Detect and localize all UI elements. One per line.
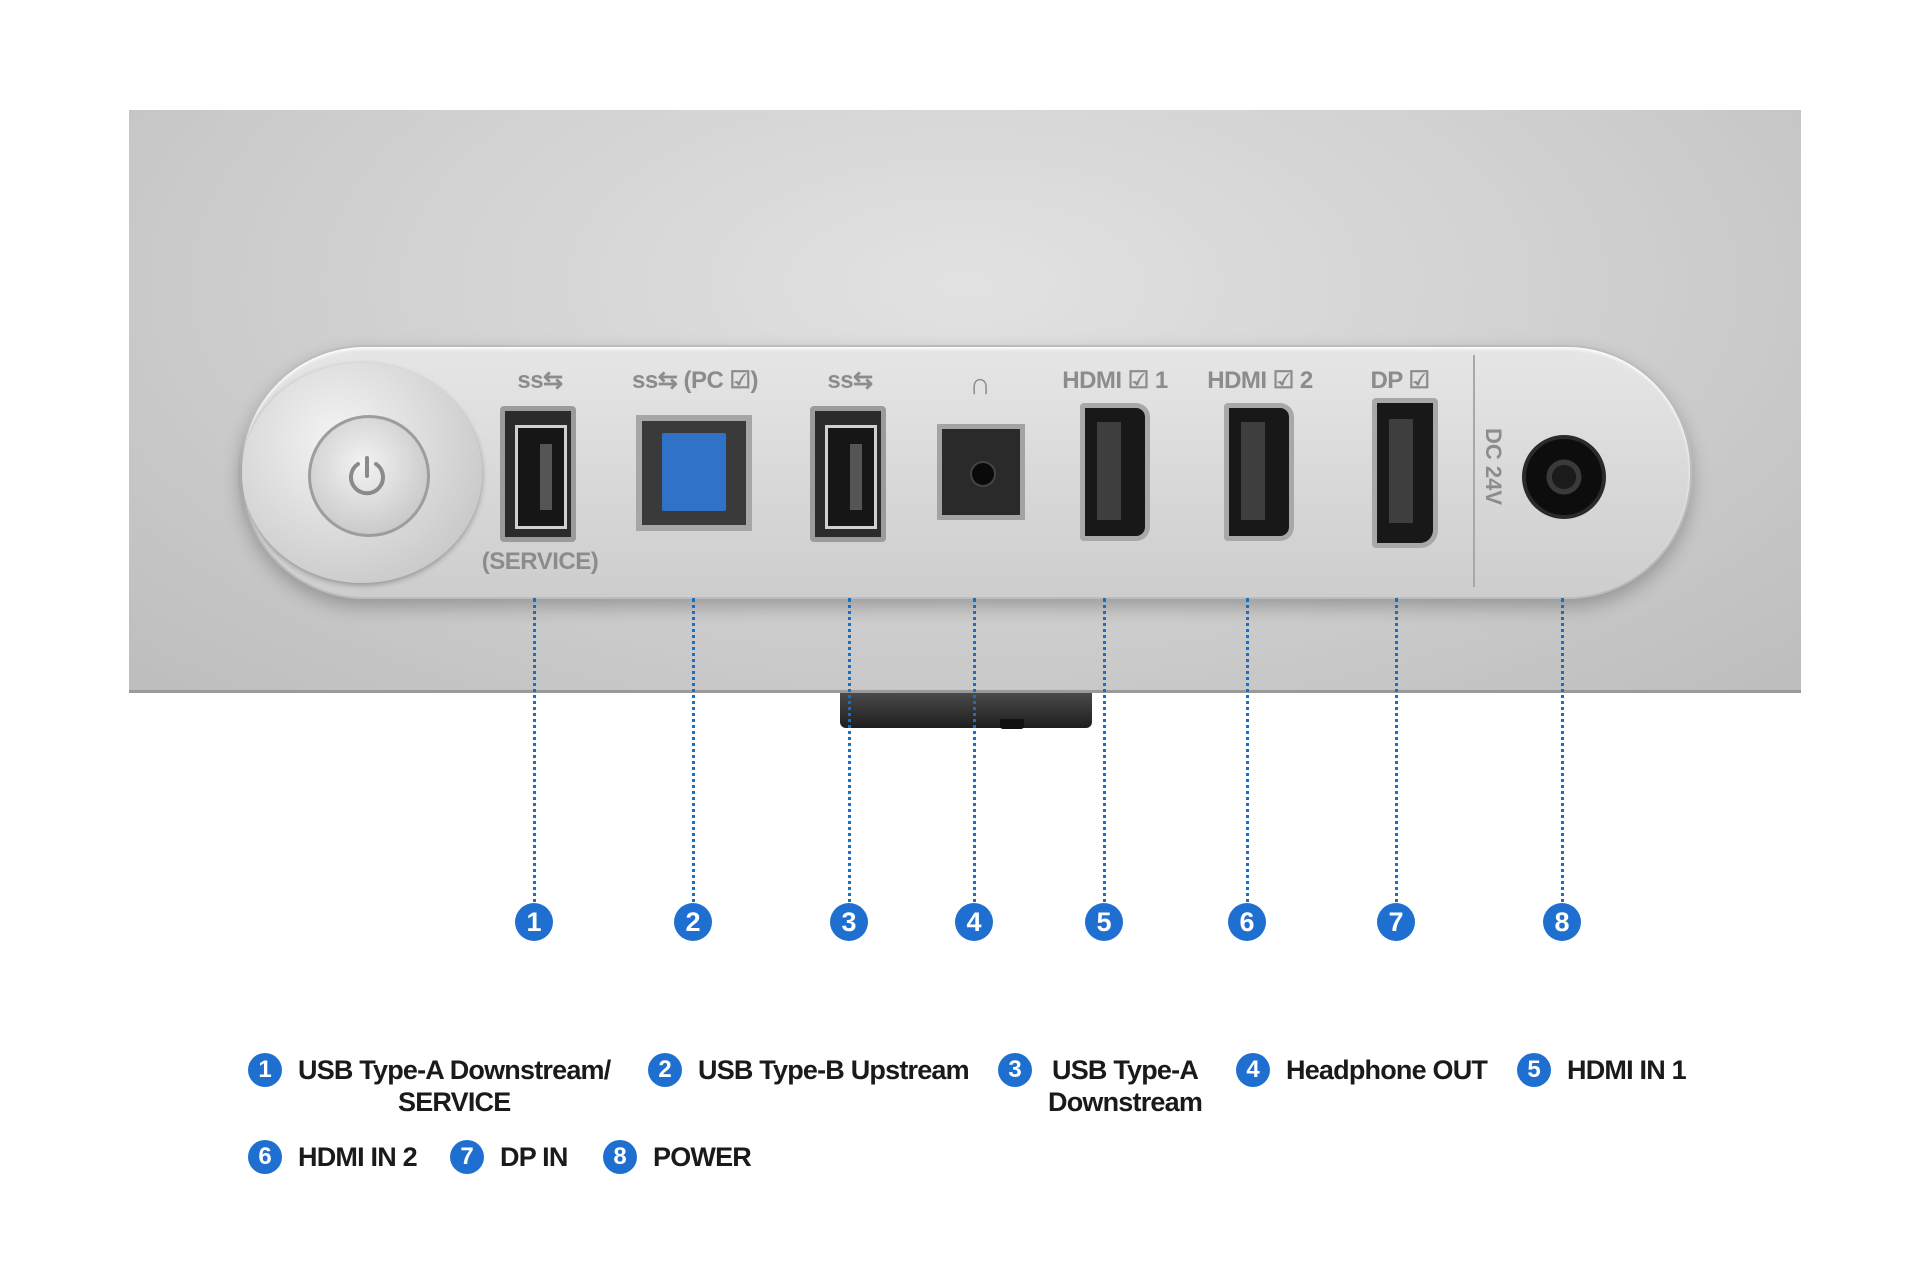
legend-badge: 5 xyxy=(1517,1053,1551,1087)
port-2-top-label: ss⇆ (PC ☑) xyxy=(632,367,758,394)
legend-badge: 3 xyxy=(998,1053,1032,1087)
leader-line-3 xyxy=(848,598,851,910)
legend-label: USB Type-A Downstream xyxy=(1048,1055,1203,1117)
displayport-port xyxy=(1372,398,1438,548)
usb-a-downstream-port xyxy=(810,406,886,542)
stand-base xyxy=(840,693,1092,729)
legend-item-5: 5 HDMI IN 1 xyxy=(1517,1053,1687,1087)
port-3-top-label: ss⇆ xyxy=(827,367,873,394)
marker-2: 2 xyxy=(674,903,712,941)
leader-line-4 xyxy=(973,598,976,910)
legend-item-3: 3 USB Type-A Downstream xyxy=(998,1053,1203,1118)
legend-badge: 6 xyxy=(248,1140,282,1174)
marker-1: 1 xyxy=(515,903,553,941)
legend-badge: 7 xyxy=(450,1140,484,1174)
port-8-side-label: DC 24V xyxy=(1481,428,1506,506)
leader-line-6 xyxy=(1246,598,1249,910)
legend-label: DP IN xyxy=(500,1142,568,1172)
leader-line-8 xyxy=(1561,598,1564,910)
legend-item-6: 6 HDMI IN 2 xyxy=(248,1140,418,1174)
leader-line-7 xyxy=(1395,598,1398,910)
marker-3: 3 xyxy=(830,903,868,941)
legend-label: USB Type-B Upstream xyxy=(698,1055,970,1085)
legend-label: POWER xyxy=(653,1142,752,1172)
port-5-top-label: HDMI ☑ 1 xyxy=(1062,367,1168,394)
port-1-bottom-label: (SERVICE) xyxy=(481,548,599,575)
legend-label: HDMI IN 2 xyxy=(298,1142,418,1172)
usb-b-upstream-port xyxy=(636,415,752,531)
leader-line-1 xyxy=(533,598,536,910)
dc-power-jack xyxy=(1522,435,1606,519)
legend-badge: 2 xyxy=(648,1053,682,1087)
legend-item-4: 4 Headphone OUT xyxy=(1236,1053,1488,1087)
legend-badge: 1 xyxy=(248,1053,282,1087)
legend-badge: 4 xyxy=(1236,1053,1270,1087)
marker-5: 5 xyxy=(1085,903,1123,941)
marker-4: 4 xyxy=(955,903,993,941)
usb-a-service-port xyxy=(500,406,576,542)
legend-label: Headphone OUT xyxy=(1286,1055,1488,1085)
legend-label: HDMI IN 1 xyxy=(1567,1055,1687,1085)
marker-6: 6 xyxy=(1228,903,1266,941)
marker-7: 7 xyxy=(1377,903,1415,941)
plate-divider xyxy=(1473,355,1475,587)
port-6-top-label: HDMI ☑ 2 xyxy=(1207,367,1313,394)
legend-item-2: 2 USB Type-B Upstream xyxy=(648,1053,970,1087)
port-7-top-label: DP ☑ xyxy=(1370,367,1430,394)
legend-item-7: 7 DP IN xyxy=(450,1140,568,1174)
hdmi-2-port xyxy=(1224,403,1294,541)
legend-badge: 8 xyxy=(603,1140,637,1174)
hdmi-1-port xyxy=(1080,403,1150,541)
headphone-jack xyxy=(937,424,1025,520)
legend-label: USB Type-A Downstream/ SERVICE xyxy=(298,1055,611,1117)
leader-line-5 xyxy=(1103,598,1106,910)
port-1-top-label: ss⇆ xyxy=(517,367,563,394)
headphone-icon: ∩ xyxy=(969,368,991,401)
leader-line-2 xyxy=(692,598,695,910)
power-icon xyxy=(349,456,385,496)
legend-item-8: 8 POWER xyxy=(603,1140,752,1174)
legend-item-1: 1 USB Type-A Downstream/ SERVICE xyxy=(248,1053,611,1118)
marker-8: 8 xyxy=(1543,903,1581,941)
